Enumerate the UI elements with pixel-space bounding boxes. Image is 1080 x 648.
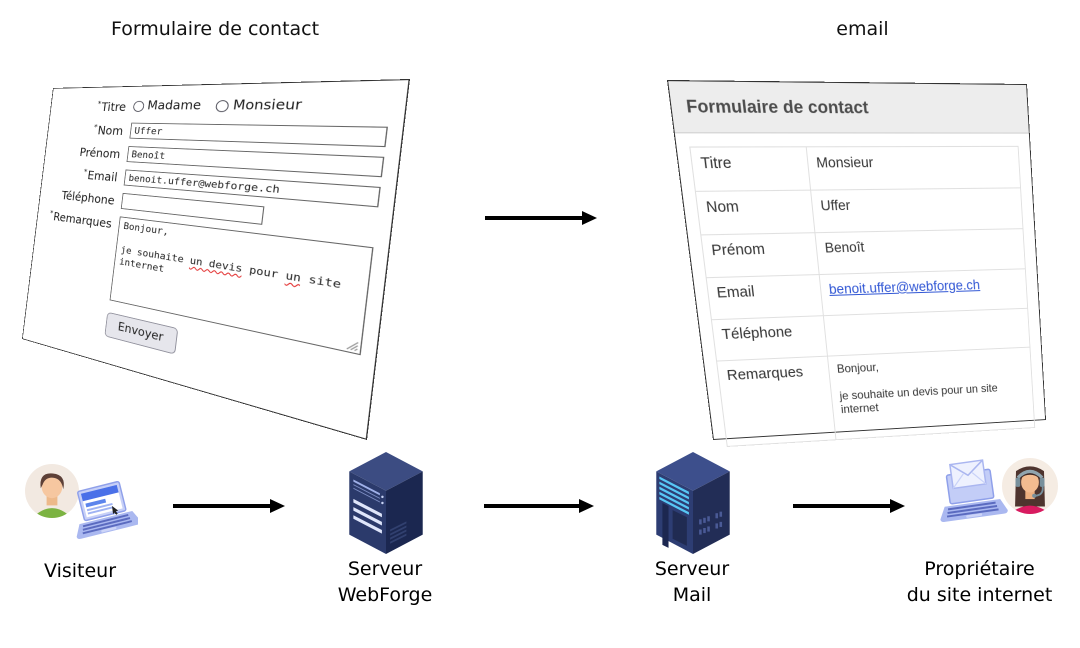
field-label-remarques: *Remarques: [49, 209, 113, 232]
mail-to-owner-arrow: [793, 498, 905, 514]
email-section-title: email: [836, 18, 889, 40]
row-label: Remarques: [716, 356, 836, 447]
radio-button-icon[interactable]: [215, 99, 230, 112]
arrow-head-icon: [582, 211, 597, 225]
radio-option-monsieur[interactable]: Monsieur: [215, 97, 303, 114]
laptop-email-icon: [940, 459, 1008, 523]
remarks-text: pour: [241, 262, 287, 283]
textarea-resize-handle-icon[interactable]: [345, 339, 359, 352]
envoyer-button[interactable]: Envoyer: [104, 311, 179, 355]
row-value: Benoît: [814, 228, 1026, 275]
radio-label: Madame: [146, 98, 202, 113]
email-window: Formulaire de contact Titre Monsieur Nom…: [667, 80, 1047, 447]
arrow-shaft: [793, 504, 890, 508]
arrow-head-icon: [890, 499, 905, 513]
misspelled-text: un devis: [189, 254, 244, 275]
field-label-nom: *Nom: [93, 123, 124, 139]
form-section-title: Formulaire de contact: [110, 18, 320, 40]
email-data-table: Titre Monsieur Nom Uffer Prénom Benoît E…: [689, 146, 1035, 447]
arrow-shaft: [484, 504, 579, 508]
form-to-email-arrow: [485, 210, 597, 226]
visitor-to-webforge-arrow: [173, 498, 285, 514]
field-label-titre: *Titre: [97, 100, 127, 115]
arrow-shaft: [485, 216, 582, 220]
email-subject-header: Formulaire de contact: [668, 81, 1029, 134]
row-label: Nom: [695, 190, 815, 235]
email-body: Titre Monsieur Nom Uffer Prénom Benoît E…: [675, 133, 1046, 447]
server-tower-icon: [656, 452, 730, 554]
field-label-prenom: Prénom: [78, 146, 121, 162]
arrow-shaft: [173, 504, 270, 508]
contact-form-window: *Titre Madame Monsieur *Nom Uffer Prénom…: [22, 79, 410, 441]
arrow-head-icon: [270, 499, 285, 513]
row-label: Téléphone: [711, 315, 828, 362]
arrow-head-icon: [579, 499, 594, 513]
webforge-to-mail-arrow: [484, 498, 594, 514]
row-value: Uffer: [810, 187, 1023, 233]
table-row: Nom Uffer: [695, 187, 1023, 235]
table-row: Titre Monsieur: [689, 146, 1021, 192]
row-label: Titre: [689, 146, 811, 192]
row-label: Email: [706, 274, 824, 320]
email-address-link[interactable]: benoit.uffer@webforge.ch: [828, 276, 981, 297]
row-value: Monsieur: [806, 146, 1021, 191]
support-agent-avatar-icon: [1002, 458, 1058, 514]
field-label-email: *Email: [83, 168, 119, 185]
table-row: Remarques Bonjour, je souhaite un devis …: [716, 347, 1035, 447]
flow-label-visiteur: Visiteur: [43, 560, 117, 582]
laptop-browser-icon: [76, 480, 138, 539]
nom-input[interactable]: Uffer: [129, 122, 388, 148]
person-avatar-icon: [25, 464, 79, 518]
titre-radio-group: Madame Monsieur: [132, 97, 303, 114]
row-label: Prénom: [700, 232, 820, 278]
radio-option-madame[interactable]: Madame: [132, 98, 202, 113]
server-tower-icon: [349, 452, 423, 554]
row-value: Bonjour, je souhaite un devis pour un si…: [827, 347, 1035, 440]
radio-label: Monsieur: [232, 97, 303, 114]
radio-button-icon[interactable]: [132, 100, 145, 112]
field-label-telephone: Téléphone: [60, 189, 116, 209]
